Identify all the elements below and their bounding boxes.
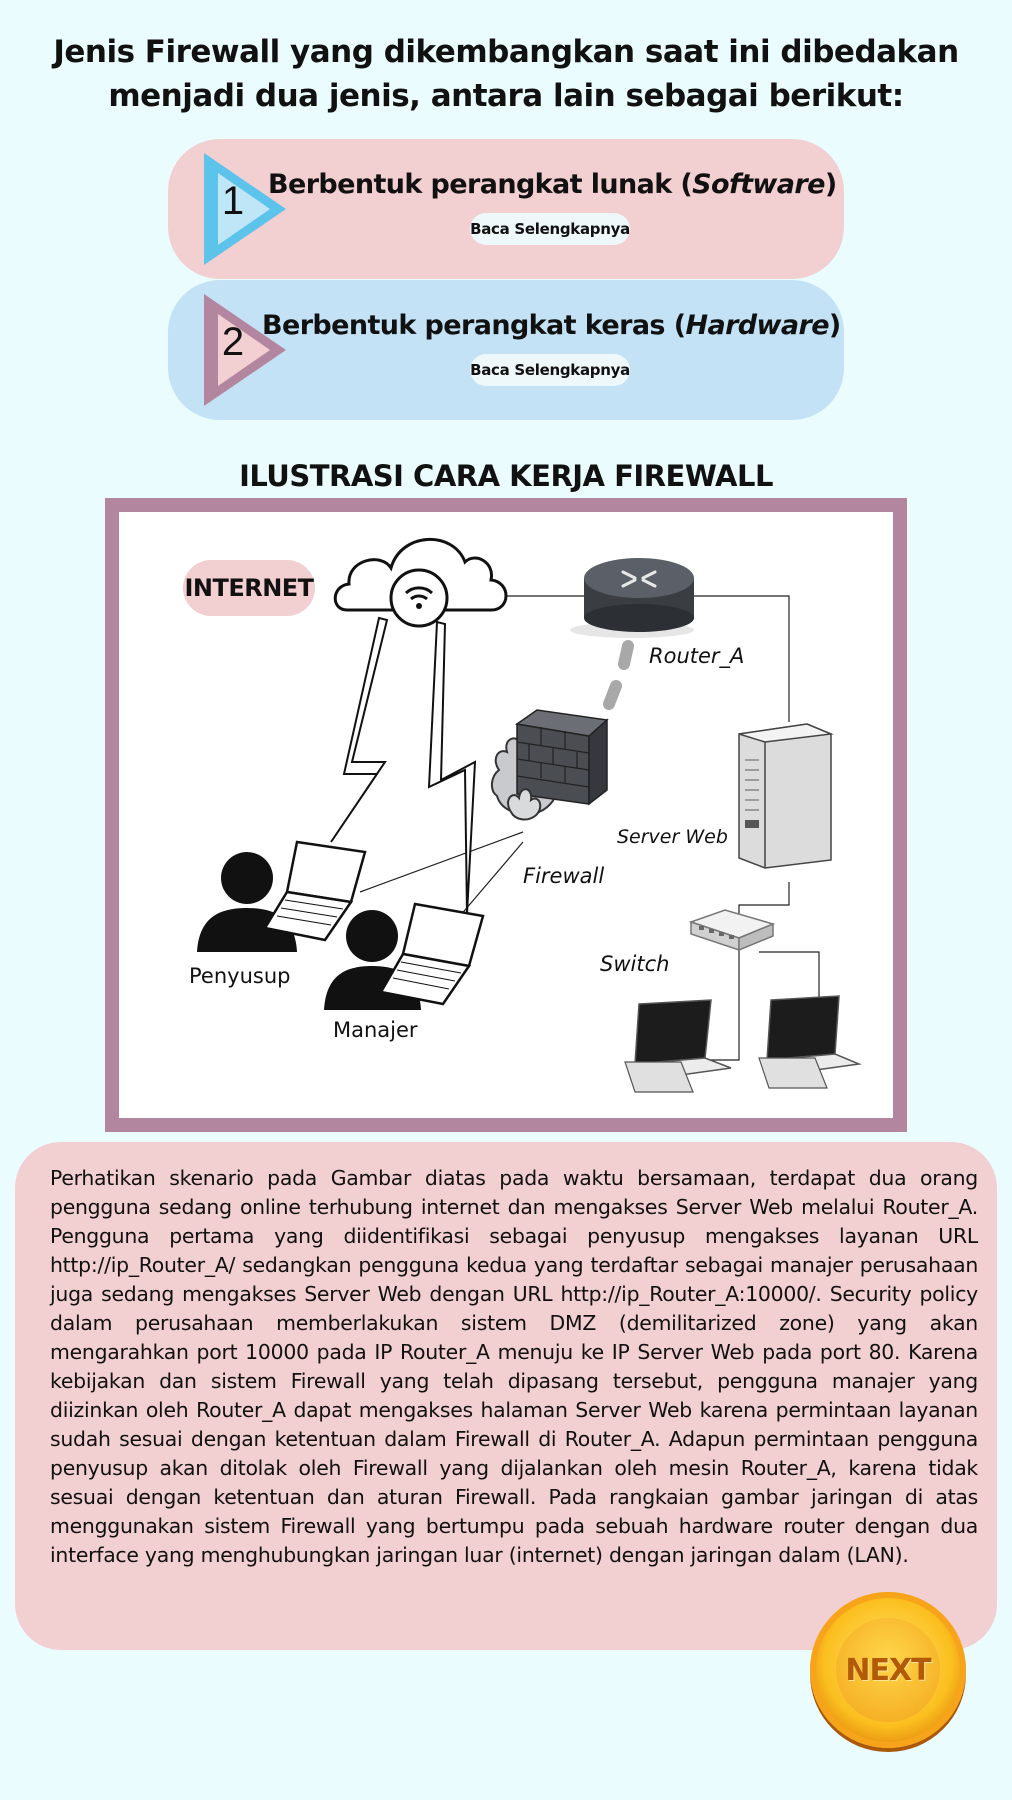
router-label: Router_A	[649, 644, 745, 668]
read-more-hardware-button[interactable]: Baca Selengkapnya	[470, 354, 630, 386]
play-arrow-icon	[204, 294, 286, 406]
illustration-title: ILUSTRASI CARA KERJA FIREWALL	[239, 459, 773, 493]
manager-label: Manajer	[333, 1018, 418, 1042]
lan-laptop-1-icon	[624, 999, 732, 1093]
intruder-label: Penyusup	[189, 964, 291, 988]
intruder-laptop-icon	[263, 840, 367, 942]
server-label: Server Web	[617, 826, 728, 848]
play-arrow-icon	[204, 153, 286, 265]
read-more-software-button[interactable]: Baca Selengkapnya	[470, 213, 630, 245]
illustration-frame: INTERNET Router_A Server Web Firewall Sw…	[105, 498, 907, 1132]
type-number-1: 1	[221, 179, 245, 223]
type-label-software: Berbentuk perangkat lunak (Software)	[268, 169, 837, 200]
switch-icon	[688, 909, 776, 952]
type-label-hardware: Berbentuk perangkat keras (Hardware)	[262, 310, 841, 341]
next-button-label: NEXT	[845, 1652, 931, 1688]
page-title: Jenis Firewall yang dikembangkan saat in…	[53, 34, 959, 114]
intruder-person-icon	[197, 852, 297, 952]
manager-laptop-icon	[379, 902, 485, 1006]
firewall-icon	[491, 709, 609, 821]
firewall-type-hardware-card: 2 Berbentuk perangkat keras (Hardware) B…	[168, 280, 844, 420]
switch-label: Switch	[600, 952, 670, 976]
lan-laptop-2-icon	[758, 995, 862, 1089]
wireless-bolts	[330, 616, 477, 915]
server-icon	[738, 723, 834, 869]
cloud-icon	[333, 538, 508, 628]
next-button-face: NEXT	[836, 1618, 940, 1722]
scenario-description-text: Perhatikan skenario pada Gambar diatas p…	[50, 1166, 978, 1567]
firewall-type-software-card: 1 Berbentuk perangkat lunak (Software) B…	[168, 139, 844, 279]
scenario-description-box: Perhatikan skenario pada Gambar diatas p…	[15, 1142, 997, 1650]
network-diagram: INTERNET Router_A Server Web Firewall Sw…	[119, 512, 893, 1118]
next-button[interactable]: NEXT	[810, 1592, 966, 1748]
type-number-2: 2	[221, 320, 245, 364]
router-icon	[570, 558, 694, 638]
internet-label: INTERNET	[183, 560, 315, 616]
firewall-label: Firewall	[523, 864, 605, 888]
network-diagram-svg	[197, 538, 862, 1093]
